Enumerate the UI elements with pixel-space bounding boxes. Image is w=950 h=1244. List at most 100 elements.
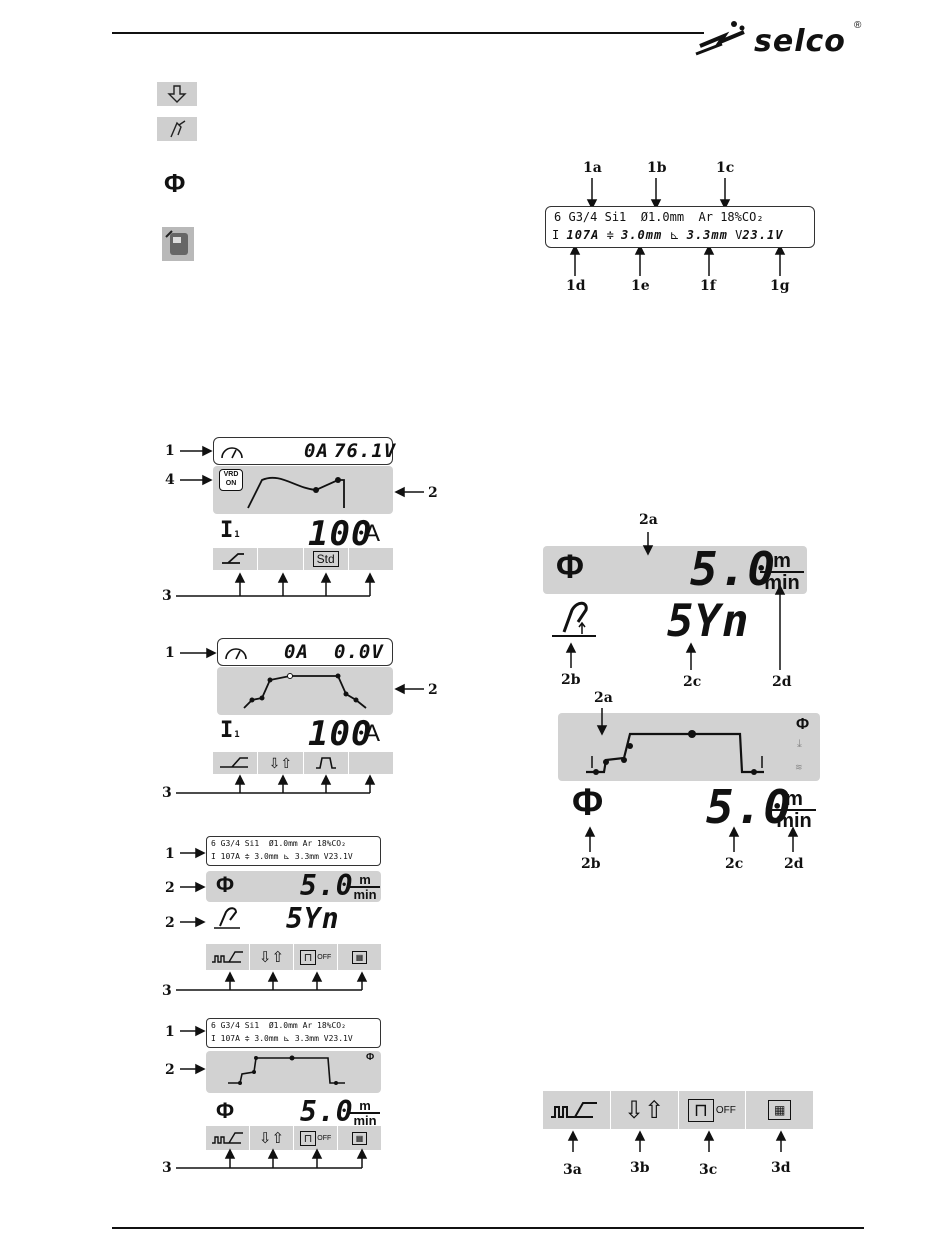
tab-pulse[interactable] xyxy=(304,752,349,774)
trigger-icon: ⇩⇧ xyxy=(624,1096,665,1124)
callout-3: 3 xyxy=(162,983,172,999)
param-symbol: I1 xyxy=(220,718,241,743)
double-pulse-icon: ⊓ xyxy=(299,949,317,965)
tab-settings[interactable]: ▦ xyxy=(338,1126,381,1150)
tab-process[interactable] xyxy=(213,752,259,774)
vrd-label: VRD xyxy=(223,471,239,478)
param-value: 100 xyxy=(308,714,373,754)
unit-den: min xyxy=(350,1112,380,1127)
settings-table-icon: ▦ xyxy=(351,1131,368,1145)
wire-speed-phi-icon: Φ xyxy=(216,1098,235,1123)
tab-std-label: Std xyxy=(312,551,339,567)
pulse-icon xyxy=(315,757,336,769)
callout-3c: 3c xyxy=(699,1162,718,1178)
tab-bar: ⇩⇧ ⊓OFF ▦ xyxy=(206,944,381,970)
tab-torch[interactable] xyxy=(213,548,259,570)
current-value: 107A xyxy=(220,1034,240,1043)
speed-value: 5.0 xyxy=(300,869,354,902)
tab-trigger[interactable]: ⇩⇧ xyxy=(250,1126,294,1150)
voltage-value: 23.1V xyxy=(328,852,353,861)
speed-value: 5.0 xyxy=(300,1095,354,1128)
wire-speed-phi-icon: Φ xyxy=(572,782,604,824)
current-value: 107A xyxy=(566,228,600,242)
volts-readout: 76.1V xyxy=(334,440,397,462)
voltage-label: V xyxy=(735,228,743,242)
amps-readout: 0A xyxy=(304,440,329,462)
tab-process[interactable] xyxy=(206,1126,250,1150)
fillet-value: 3.3mm xyxy=(686,228,728,242)
tab-double-pulse[interactable]: ⊓OFF xyxy=(294,1126,338,1150)
program-number: 6 xyxy=(211,1021,216,1030)
tab-process[interactable] xyxy=(206,944,250,970)
unit-num: m xyxy=(785,788,803,810)
callout-3d: 3d xyxy=(771,1160,791,1176)
callout-1: 1 xyxy=(165,645,175,661)
settings-table-icon: ▦ xyxy=(767,1100,792,1120)
wire-diameter: Ø1.0mm xyxy=(268,1021,298,1030)
vrd-state: ON xyxy=(225,480,237,487)
process-torch-icon xyxy=(211,951,243,963)
tab-settings[interactable]: ▦ xyxy=(746,1091,813,1129)
speed-value: 5.0 xyxy=(690,542,777,596)
program-number: 6 xyxy=(211,839,216,848)
fillet-value: 3.3mm xyxy=(294,852,319,861)
footer-rule xyxy=(112,1227,864,1229)
current-label: I xyxy=(211,1034,216,1043)
thickness-value: 3.0mm xyxy=(254,1034,279,1043)
tab-trigger[interactable]: ⇩⇧ xyxy=(611,1091,679,1129)
wire-type: G3/4 Si1 xyxy=(220,1021,260,1030)
header-rule xyxy=(112,32,704,34)
tab-bar: ⇩⇧ ⊓OFF ▦ xyxy=(206,1126,381,1150)
gauge-icon xyxy=(225,648,247,660)
wire-type: G3/4 Si1 xyxy=(220,839,260,848)
syn-readout: 5Yn xyxy=(286,902,340,935)
tab-settings[interactable]: ▦ xyxy=(338,944,381,970)
brand-swoosh-icon xyxy=(695,21,745,56)
wire-speed-phi-icon: Φ xyxy=(216,872,235,897)
callout-2d: 2d xyxy=(772,674,792,690)
unit-den: min xyxy=(760,571,804,593)
unit-den: min xyxy=(350,886,380,901)
double-pulse-icon: ⊓ xyxy=(687,1098,714,1122)
torch-height-icon xyxy=(214,907,240,929)
tab-double-pulse[interactable]: ⊓OFF xyxy=(294,944,338,970)
gauge-icon xyxy=(221,447,243,459)
gas-type: Ar 18%CO₂ xyxy=(302,839,346,848)
tab-trigger[interactable]: ⇩⇧ xyxy=(250,944,294,970)
callout-2b: 2b xyxy=(561,672,581,688)
curve-panel xyxy=(213,466,393,514)
callout-2: 2 xyxy=(165,915,175,931)
tab-process[interactable] xyxy=(543,1091,611,1129)
double-pulse-icon: ⊓ xyxy=(299,1130,317,1146)
gas-type: Ar 18%CO₂ xyxy=(302,1021,346,1030)
wire-diameter: Ø1.0mm xyxy=(640,210,685,224)
arrow-down-icon xyxy=(157,82,197,106)
trigger-icon: ⇩⇧ xyxy=(258,1130,285,1147)
current-value: 107A xyxy=(220,852,240,861)
tab-trigger[interactable]: ⇩⇧ xyxy=(258,752,304,774)
program-number: 6 xyxy=(554,210,562,224)
voltage-label: V xyxy=(323,852,329,861)
param-unit: A xyxy=(364,520,381,547)
speed-value: 5.0 xyxy=(706,780,793,834)
wire-speed-phi-icon: Φ xyxy=(164,168,186,198)
callout-2c: 2c xyxy=(683,674,702,690)
trigger-icon: ⇩⇧ xyxy=(268,754,293,771)
tab-double-pulse[interactable]: ⊓OFF xyxy=(679,1091,747,1129)
amps-readout: 0A xyxy=(284,641,309,663)
tab-empty-1[interactable] xyxy=(258,548,304,570)
tab-bar: Std xyxy=(213,548,393,570)
tab-std[interactable]: Std xyxy=(304,548,349,570)
voltage-value: 23.1V xyxy=(742,228,784,242)
callout-2b: 2b xyxy=(581,856,601,872)
callout-2: 2 xyxy=(165,880,175,896)
thickness-value: 3.0mm xyxy=(621,228,663,242)
brand-name: selco xyxy=(754,24,846,59)
callout-2c: 2c xyxy=(725,856,744,872)
callout-3: 3 xyxy=(162,1160,172,1176)
